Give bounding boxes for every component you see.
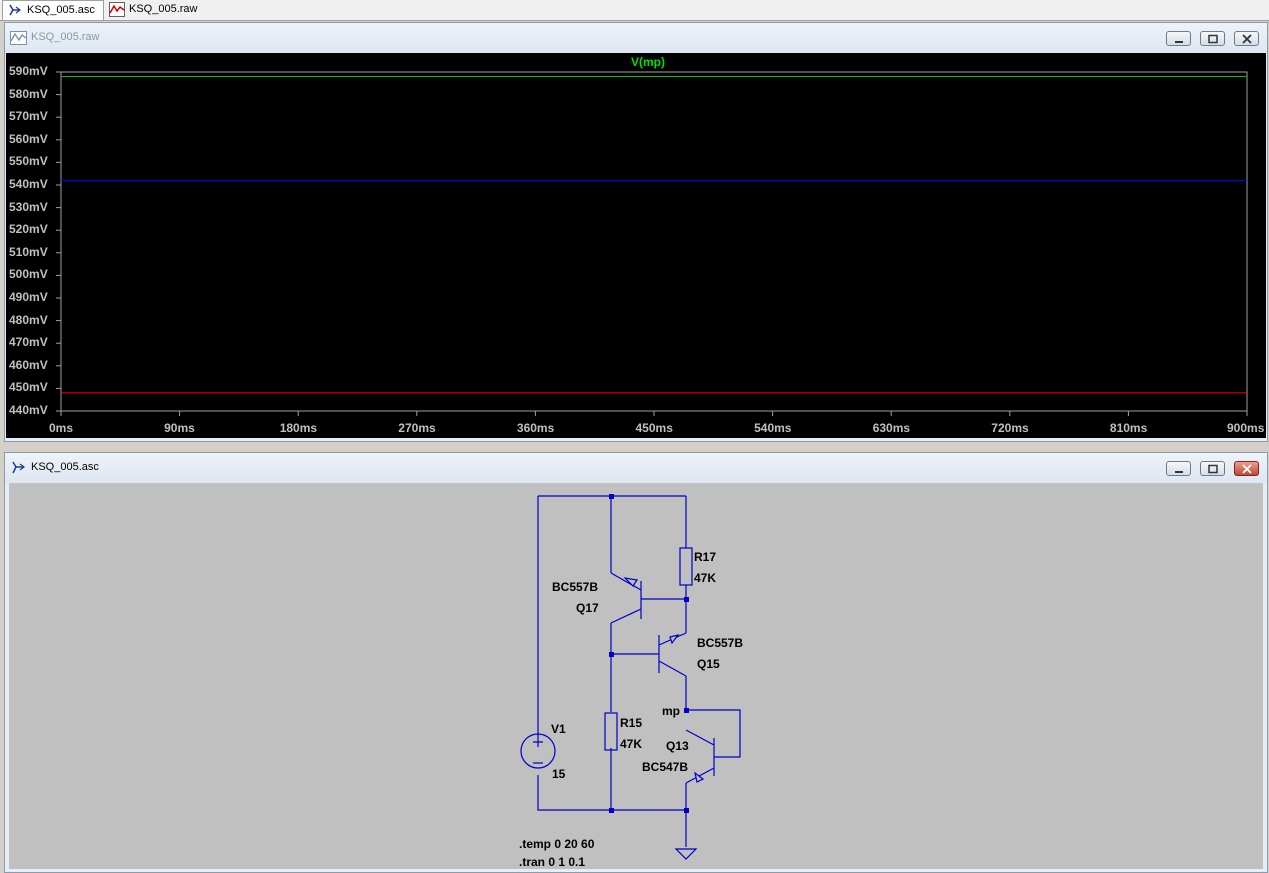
q13-model-label[interactable]: BC547B [642, 760, 689, 774]
schematic-window-titlebar[interactable]: KSQ_005.asc [5, 453, 1267, 483]
ground-icon[interactable] [674, 848, 698, 860]
tab-label: KSQ_005.asc [27, 4, 95, 16]
restore-button[interactable] [1200, 461, 1225, 476]
y-tick-label: 580mV [9, 86, 48, 101]
x-tick-label: 0ms [49, 421, 74, 435]
net-label-mp[interactable]: mp [662, 704, 680, 718]
waveform-window-titlebar[interactable]: KSQ_005.raw [5, 23, 1267, 53]
q17-name-label[interactable]: Q17 [576, 601, 599, 615]
x-tick-label: 450ms [635, 421, 673, 435]
window-title: KSQ_005.raw [31, 31, 100, 43]
resistor-r17-icon[interactable] [679, 547, 693, 586]
y-tick-label: 500mV [9, 267, 48, 282]
waveform-window[interactable]: KSQ_005.raw V(mp) 590mV 580mV 570mV 560mV 55… [4, 22, 1268, 442]
y-tick-label: 490mV [9, 290, 48, 304]
q15-model-label[interactable]: BC557B [697, 636, 744, 650]
restore-button[interactable] [1200, 31, 1225, 46]
y-tick-label: 440mV [9, 403, 48, 417]
y-tick-label: 470mV [9, 335, 48, 350]
schematic-icon [9, 4, 21, 16]
transistor-q15-icon[interactable] [658, 632, 687, 677]
y-tick-label: 510mV [9, 244, 48, 259]
restore-icon [1208, 464, 1218, 474]
x-tick-label: 810ms [1109, 421, 1148, 435]
x-tick-label: 720ms [991, 421, 1029, 435]
transistor-q13-icon[interactable] [685, 729, 715, 784]
minimize-icon [1175, 471, 1183, 473]
q15-name-label[interactable]: Q15 [697, 657, 720, 671]
r17-value-label[interactable]: 47K [694, 571, 717, 585]
schematic-icon [12, 461, 25, 474]
minimize-icon [1175, 41, 1183, 43]
voltage-source-v1-icon[interactable] [520, 733, 556, 769]
y-tick-label: 460mV [9, 357, 48, 372]
y-tick-label: 570mV [9, 109, 48, 124]
close-icon [1242, 464, 1252, 474]
schematic-window[interactable]: KSQ_005.asc [4, 452, 1268, 873]
close-icon [1242, 34, 1252, 44]
r15-name-label[interactable]: R15 [620, 716, 643, 730]
schematic-drawing [520, 494, 741, 860]
x-tick-label: 90ms [164, 421, 195, 435]
restore-icon [1208, 34, 1218, 44]
q13-name-label[interactable]: Q13 [666, 739, 689, 753]
spice-directive-temp[interactable]: .temp 0 20 60 [519, 837, 595, 851]
waveform-plot-svg [56, 71, 1248, 416]
waveform-plot[interactable]: V(mp) 590mV 580mV 570mV 560mV 550mV 540mV 530m… [6, 53, 1266, 438]
wire[interactable] [537, 775, 686, 811]
transistor-q17-icon[interactable] [610, 572, 642, 624]
window-title: KSQ_005.asc [31, 461, 99, 473]
close-button[interactable] [1234, 31, 1259, 46]
v1-value-label[interactable]: 15 [552, 767, 566, 781]
y-tick-label: 480mV [9, 312, 48, 327]
plot-frame [60, 71, 1248, 412]
q17-model-label[interactable]: BC557B [552, 580, 599, 594]
tab-ksq-005-raw[interactable]: KSQ_005.raw [105, 0, 199, 19]
x-tick-label: 270ms [398, 421, 436, 435]
y-tick-label: 530mV [9, 199, 48, 214]
schematic-canvas[interactable]: BC557B Q17 R17 47K BC557B Q15 mp R15 47K… [9, 483, 1263, 869]
y-tick-label: 550mV [9, 154, 48, 169]
y-tick-label: 590mV [9, 64, 48, 78]
waveform-icon [10, 31, 27, 45]
waveform-icon [109, 2, 125, 17]
r15-value-label[interactable]: 47K [620, 737, 643, 751]
resistor-r15-icon[interactable] [604, 712, 618, 751]
tab-ksq-005-asc[interactable]: KSQ_005.asc [2, 0, 104, 20]
document-tab-bar: KSQ_005.asc KSQ_005.raw [0, 0, 1269, 21]
spice-directive-tran[interactable]: .tran 0 1 0.1 [519, 855, 586, 869]
close-button[interactable] [1234, 461, 1259, 476]
trace-title[interactable]: V(mp) [631, 55, 665, 69]
x-tick-label: 180ms [279, 421, 318, 435]
wire[interactable] [686, 709, 741, 758]
y-tick-label: 540mV [9, 177, 48, 191]
minimize-button[interactable] [1166, 31, 1191, 46]
x-tick-label: 360ms [516, 421, 555, 435]
tab-label: KSQ_005.raw [129, 3, 198, 15]
x-tick-label: 540ms [754, 421, 792, 435]
x-tick-label: 630ms [872, 421, 911, 435]
y-tick-label: 560mV [9, 131, 48, 146]
v1-name-label[interactable]: V1 [551, 722, 566, 736]
r17-name-label[interactable]: R17 [694, 550, 717, 564]
y-tick-label: 520mV [9, 222, 48, 237]
junction-dots [609, 494, 689, 813]
minimize-button[interactable] [1166, 461, 1191, 476]
x-tick-label: 900ms [1227, 421, 1265, 435]
y-tick-label: 450mV [9, 380, 48, 395]
